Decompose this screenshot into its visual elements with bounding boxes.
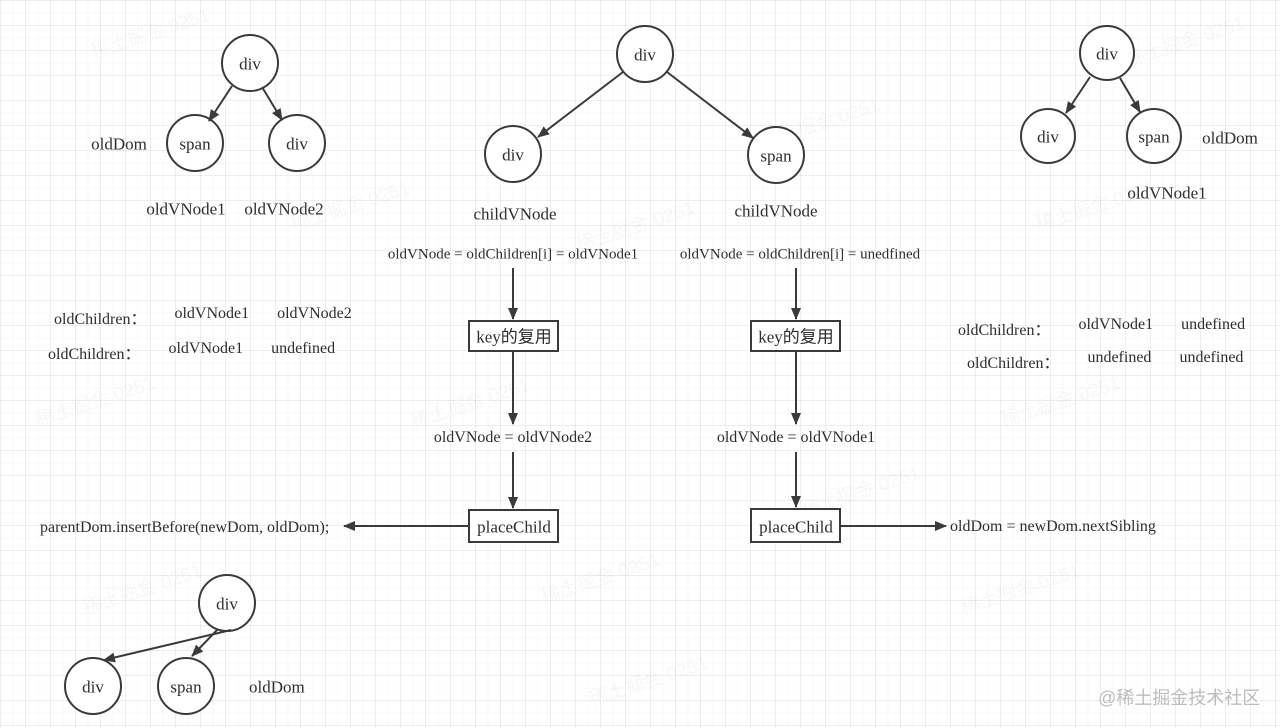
tree-node-label: span bbox=[179, 134, 211, 154]
flow-assign-text: oldVNode = oldVNode2 bbox=[433, 429, 593, 446]
old-children-value: undefined bbox=[1181, 316, 1246, 333]
tree-edge-arrow bbox=[1119, 77, 1141, 113]
process-box bbox=[468, 320, 559, 352]
child-vnode-label: childVNode bbox=[473, 204, 557, 224]
old-children-row: oldChildren： oldVNode1 oldVNode2 bbox=[54, 305, 352, 329]
old-children-value: oldVNode1 bbox=[1078, 316, 1154, 333]
old-children-value: undefined bbox=[1179, 349, 1244, 366]
old-children-row: oldChildren： undefined undefined bbox=[967, 349, 1243, 373]
tree-node-label: div bbox=[1096, 44, 1118, 64]
tree-node-label: div bbox=[216, 594, 238, 614]
tree-node-circle bbox=[747, 126, 805, 184]
community-watermark: @稀土掘金技术社区 bbox=[1098, 688, 1261, 708]
place-child-box-label: placeChild bbox=[477, 517, 551, 537]
old-children-value: undefined bbox=[271, 340, 336, 357]
tree-node-label: div bbox=[634, 45, 656, 65]
tree-edge-arrow bbox=[103, 629, 232, 663]
old-children-label: oldChildren： bbox=[967, 355, 1060, 372]
flow-assign-text: oldVNode = oldVNode1 bbox=[716, 429, 876, 446]
tree-node-circle bbox=[268, 114, 326, 172]
old-vnode2-label: oldVNode2 bbox=[244, 199, 324, 219]
old-children-value: undefined bbox=[1087, 349, 1152, 366]
tree-node-label: span bbox=[760, 146, 792, 166]
old-vnode1-label: oldVNode1 bbox=[146, 199, 226, 219]
tree-node-circle bbox=[484, 125, 542, 183]
place-child-box-label: placeChild bbox=[759, 517, 833, 537]
key-reuse-box-label: key的复用 bbox=[476, 327, 552, 347]
tree-node-circle bbox=[64, 657, 122, 715]
tree-node-circle bbox=[1079, 25, 1135, 81]
process-box bbox=[750, 320, 841, 352]
old-children-value: oldVNode2 bbox=[277, 305, 352, 322]
process-box bbox=[750, 508, 841, 543]
old-children-label: oldChildren： bbox=[48, 346, 141, 363]
old-children-row: oldChildren： oldVNode1 undefined bbox=[958, 316, 1245, 340]
old-children-label: oldChildren： bbox=[54, 311, 147, 328]
tree-node-label: div bbox=[82, 677, 104, 697]
tree-node-label: div bbox=[239, 54, 261, 74]
flow-condition-text: oldVNode = oldChildren[i] = unedfined bbox=[679, 246, 921, 263]
tree-node-circle bbox=[166, 114, 224, 172]
tree-edge-arrow bbox=[1065, 76, 1091, 114]
old-dom-label: oldDom bbox=[91, 134, 147, 154]
process-box bbox=[468, 509, 559, 543]
next-sibling-text: oldDom = newDom.nextSibling bbox=[950, 518, 1156, 535]
old-dom-label: oldDom bbox=[1202, 128, 1258, 148]
old-children-label: oldChildren： bbox=[958, 322, 1051, 339]
tree-node-label: div bbox=[502, 145, 524, 165]
tree-node-circle bbox=[221, 34, 279, 92]
tree-edge-arrow bbox=[666, 71, 754, 139]
tree-node-label: span bbox=[170, 677, 202, 697]
insert-before-text: parentDom.insertBefore(newDom, oldDom); bbox=[40, 519, 330, 536]
old-children-value: oldVNode1 bbox=[168, 340, 244, 357]
tree-node-label: div bbox=[1037, 127, 1059, 147]
tree-edge-arrow bbox=[537, 71, 624, 138]
tree-edge-arrow bbox=[208, 85, 233, 122]
tree-node-circle bbox=[1020, 108, 1076, 164]
tree-node-label: span bbox=[1138, 127, 1170, 147]
tree-node-label: div bbox=[286, 134, 308, 154]
old-dom-label: oldDom bbox=[249, 677, 305, 697]
old-vnode1-label: oldVNode1 bbox=[1127, 183, 1207, 203]
old-children-row: oldChildren： oldVNode1 undefined bbox=[48, 340, 335, 364]
child-vnode-label: childVNode bbox=[734, 201, 818, 221]
tree-edge-arrow bbox=[261, 86, 283, 121]
flow-condition-text: oldVNode = oldChildren[i] = oldVNode1 bbox=[387, 246, 639, 263]
old-children-value: oldVNode1 bbox=[174, 305, 250, 322]
tree-node-circle bbox=[157, 657, 215, 715]
tree-node-circle bbox=[616, 25, 674, 83]
key-reuse-box-label: key的复用 bbox=[758, 327, 834, 347]
tree-node-circle bbox=[1126, 108, 1182, 164]
